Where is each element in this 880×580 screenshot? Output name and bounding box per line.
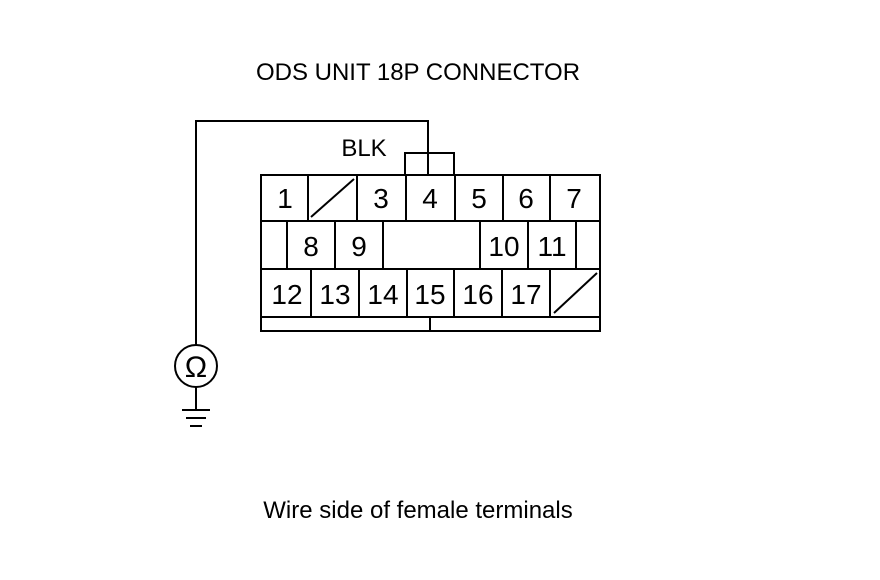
terminal-9: 9 [351, 231, 367, 262]
test-wire [195, 120, 429, 345]
empty-cavity-mark [553, 272, 598, 314]
diagram-caption: Wire side of female terminals [263, 497, 572, 524]
terminal-8: 8 [303, 231, 319, 262]
terminal-4: 4 [422, 183, 438, 214]
terminal-15: 15 [414, 279, 445, 310]
diagram-title: ODS UNIT 18P CONNECTOR [256, 59, 580, 86]
terminal-7: 7 [566, 183, 582, 214]
terminal-6: 6 [518, 183, 534, 214]
ohmmeter-icon: Ω [174, 344, 218, 388]
empty-cavity-mark [310, 178, 355, 218]
terminal-16: 16 [462, 279, 493, 310]
wire-color-label: BLK [341, 135, 386, 162]
terminal-17: 17 [510, 279, 541, 310]
terminal-10: 10 [488, 231, 519, 262]
terminal-11: 11 [537, 231, 566, 262]
ohm-symbol: Ω [185, 351, 207, 384]
terminal-12: 12 [271, 279, 302, 310]
terminal-14: 14 [367, 279, 398, 310]
connector-lock-tab [404, 152, 455, 176]
connector-body [260, 174, 601, 332]
terminal-5: 5 [471, 183, 487, 214]
terminal-1: 1 [277, 183, 293, 214]
terminal-3: 3 [373, 183, 389, 214]
ground-icon [182, 409, 210, 427]
terminal-13: 13 [319, 279, 350, 310]
